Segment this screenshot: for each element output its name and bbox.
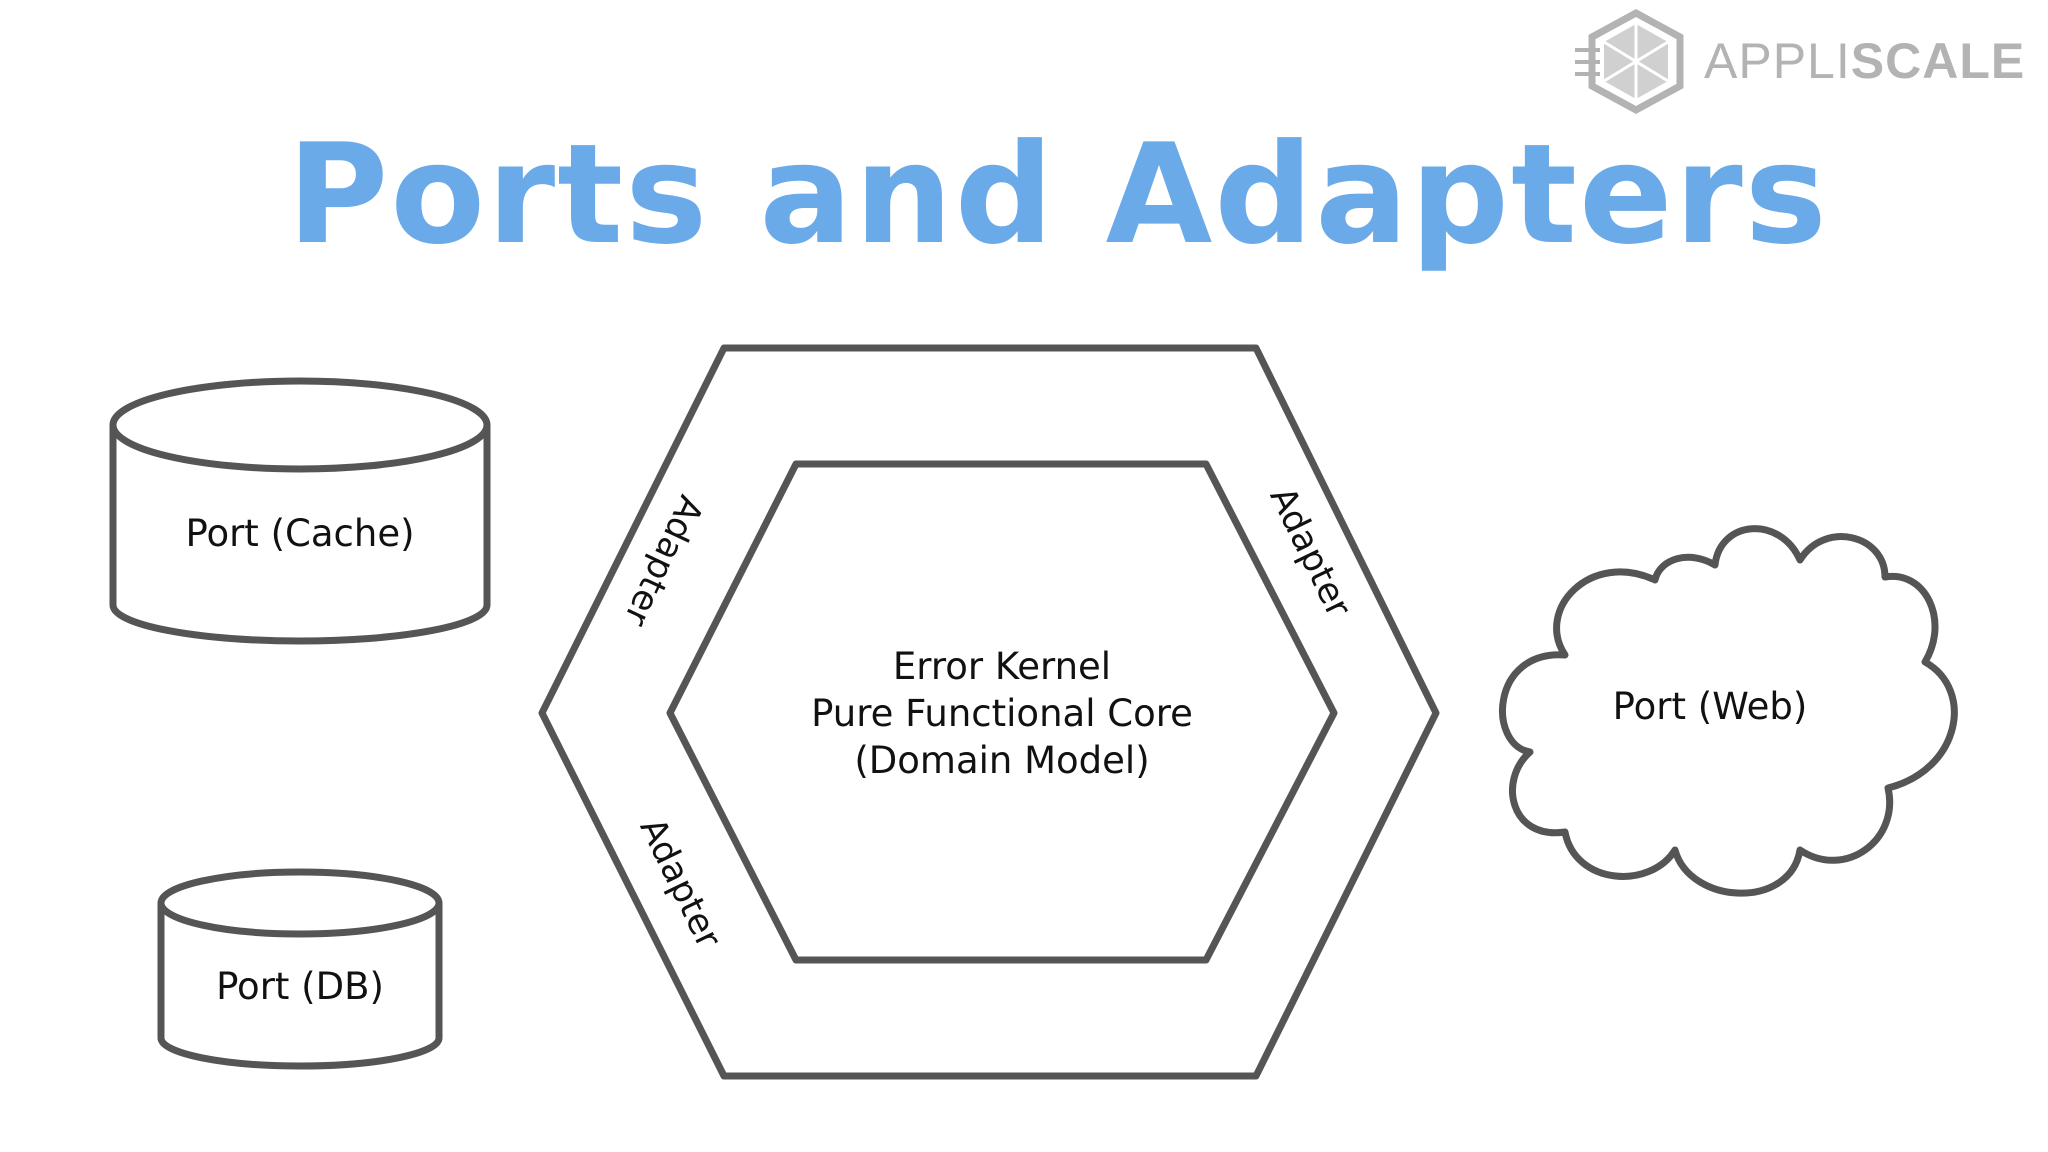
port-cache-cylinder: Port (Cache) (109, 377, 491, 645)
adapter-label-upper-left: Adapter (615, 489, 710, 632)
port-web-cloud: Port (Web) (1499, 525, 1958, 897)
core-line-2: Pure Functional Core (811, 692, 1193, 735)
adapter-label-lower-left: Adapter (631, 812, 728, 955)
svg-text:APPLISCALE: APPLISCALE (1704, 33, 2025, 89)
port-db-cylinder: Port (DB) (157, 868, 443, 1070)
port-db-label: Port (DB) (216, 965, 384, 1008)
brand-logo: APPLISCALE (1575, 9, 2025, 114)
core-label: Error Kernel Pure Functional Core (Domai… (811, 645, 1193, 782)
page-title: Ports and Adapters (287, 114, 1829, 275)
port-cache-label: Port (Cache) (185, 512, 414, 555)
brand-suffix: SCALE (1851, 33, 2025, 89)
core-line-3: (Domain Model) (854, 739, 1149, 782)
core-hexagon-inner (666, 460, 1338, 964)
core-line-1: Error Kernel (893, 645, 1111, 688)
port-web-label: Port (Web) (1613, 685, 1808, 728)
cube-logo-icon (1575, 9, 1684, 114)
brand-prefix: APPLI (1704, 33, 1851, 89)
adapter-hexagon-outer (538, 344, 1440, 1080)
